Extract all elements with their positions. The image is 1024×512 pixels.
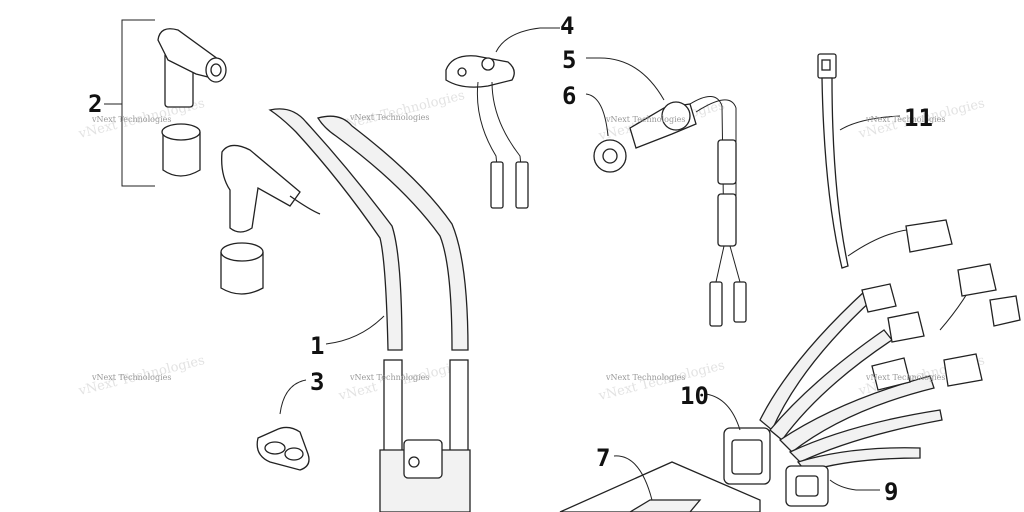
leader-line-6 [585,93,609,137]
leader-line-1 [325,315,385,345]
boot-lower [220,252,264,295]
probe-wire-1 [689,96,725,245]
part-4-sensor [445,27,560,209]
sensor-wire-2 [491,81,523,177]
grommet-hole [795,475,819,497]
watermark-small-6: vNext Technologies [349,373,429,382]
module-fins [628,499,702,512]
cap-lower-elbow [221,144,301,233]
probe-nut [661,101,691,131]
bracket-line [121,19,155,187]
part-10-wiring-harness [705,219,1021,485]
probe-wire-2 [695,99,737,244]
callout-10: 10 [680,382,709,410]
part-6-washer [585,93,627,173]
watermark-small-4: vNext Technologies [865,115,945,124]
coil-connector [403,439,443,479]
harness-main-connector-face [731,439,763,475]
callout-11: 11 [904,104,933,132]
part-1-ignition-coil [268,108,471,512]
probe-terminal-2 [733,281,747,323]
part-3-clip [256,379,310,471]
harness-connector-mid-1 [861,283,897,313]
module-body [559,461,761,512]
leader-line-5 [586,57,665,101]
probe-sleeve-2 [717,193,737,247]
watermark-small-7: vNext Technologies [605,373,685,382]
part-5-probe [586,57,747,327]
part-2-spark-plug-cap [104,19,321,295]
sensor-terminal-2 [515,161,529,209]
watermark-small-2: vNext Technologies [349,113,429,122]
coil-terminal [408,456,420,468]
callout-4: 4 [560,12,574,40]
cap-upper-end-inner [210,63,222,77]
clip-hole-2 [284,447,304,461]
ht-lead-left [268,108,403,351]
part-7-module [559,455,761,512]
probe-lead-split-1 [715,245,725,283]
probe-sleeve [717,139,737,185]
callout-labels: 1 2 3 4 5 6 7 9 10 11 [88,12,933,506]
callout-9: 9 [884,478,898,506]
boot-upper-top [161,123,201,141]
callout-7: 7 [596,444,610,472]
callout-3: 3 [310,368,324,396]
leader-line-9 [829,479,880,491]
boot-upper [162,132,201,177]
sensor-flange [445,55,515,88]
leader-line-7 [613,455,653,501]
harness-connector-low-1 [943,353,983,387]
harness-connector-mid-2 [887,311,925,343]
leader-line-3 [279,379,307,415]
washer-inner [602,148,618,164]
leader-line-10 [705,393,741,431]
probe-lead-split-2 [729,245,741,283]
harness-connector-right-2 [989,295,1021,327]
harness-bundle-5 [796,447,921,473]
ht-lead-right [317,115,469,351]
harness-bundle-4 [788,409,943,463]
callout-1: 1 [310,332,324,360]
sensor-terminal-1 [490,161,504,209]
tie-head-slot [821,59,831,71]
watermark-small-group: vNext Technologies vNext Technologies vN… [91,113,945,382]
callout-6: 6 [562,82,576,110]
part-9-grommet [785,465,880,507]
leader-line-4 [495,27,560,53]
tie-strap [821,77,849,269]
harness-connector-mid-3 [871,357,911,391]
harness-connector-right-1 [957,263,997,297]
part-11-cable-tie [817,53,901,269]
watermark-small-5: vNext Technologies [91,373,171,382]
sensor-flange-hole [457,67,467,77]
callout-5: 5 [562,46,576,74]
boot-lower-top [220,242,264,262]
watermark-small-8: vNext Technologies [865,373,945,382]
callout-2: 2 [88,90,102,118]
sensor-stud [481,57,495,71]
watermark-small-3: vNext Technologies [605,115,685,124]
harness-bundle-3 [778,375,935,453]
watermark-large-2: vNext Technologies [336,88,466,134]
clip-hole-1 [264,441,286,455]
leader-line-11 [839,115,901,131]
probe-terminal-1 [709,281,723,327]
harness-connector-top [905,219,953,253]
sensor-wire-1 [476,81,499,177]
cap-lower-lead [289,195,321,215]
watermark-small-1: vNext Technologies [91,115,171,124]
